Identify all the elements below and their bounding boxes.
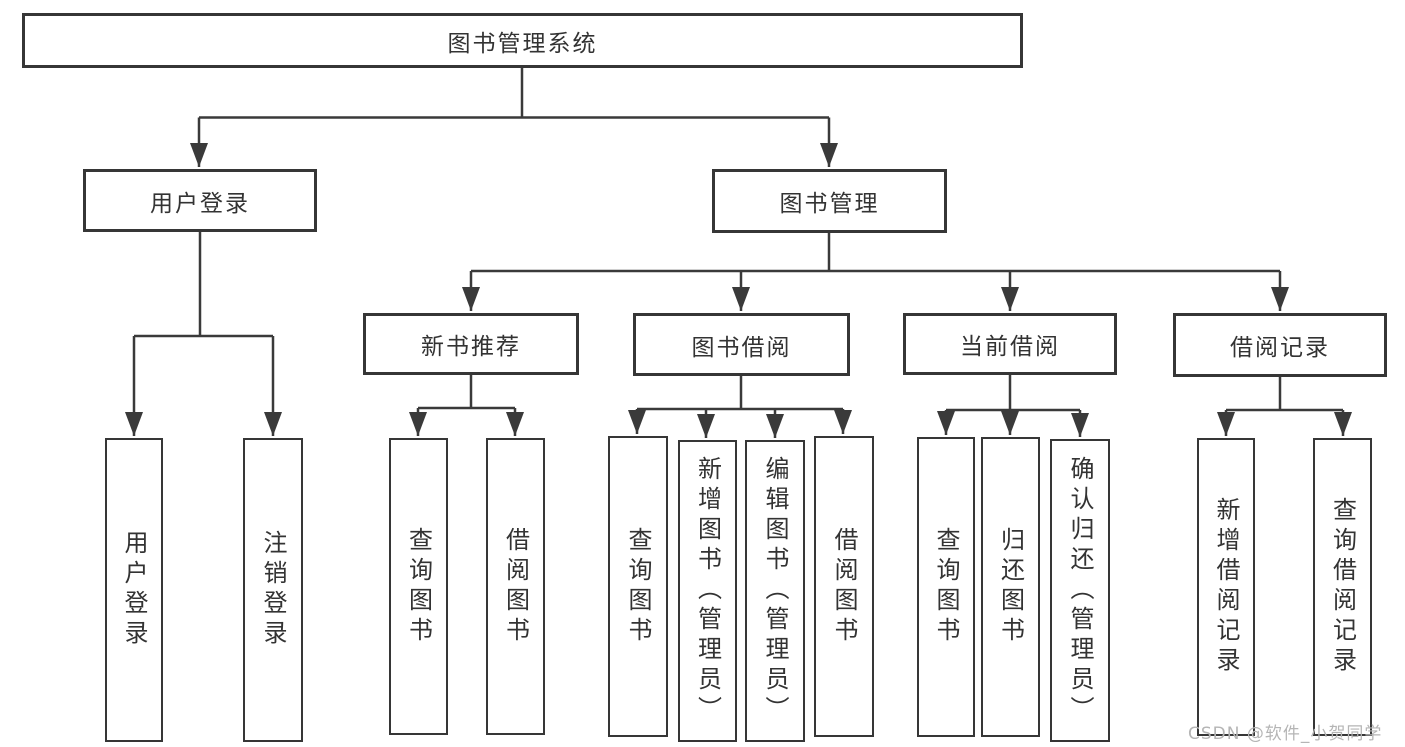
- node-leaf-bb-add-book-admin: 新增图书（管理员）: [678, 440, 737, 742]
- node-leaf-logout: 注销登录: [243, 438, 303, 742]
- node-leaf-cb-query-book: 查询图书: [917, 437, 975, 737]
- node-leaf-bb-borrow-book-label: 借阅图书: [830, 526, 858, 647]
- node-new-book-recommend-label: 新书推荐: [421, 334, 521, 360]
- node-current-borrowing-label: 当前借阅: [960, 334, 1060, 360]
- node-leaf-bb-edit-book-admin-label: 编辑图书（管理员）: [761, 456, 789, 726]
- node-leaf-br-add-record: 新增借阅记录: [1197, 438, 1255, 736]
- edge-borrow-records-rail: [1226, 377, 1343, 412]
- node-user-login-group-label: 用户登录: [150, 190, 250, 217]
- node-book-mgmt-group: 图书管理: [712, 169, 947, 233]
- node-leaf-br-query-record-label: 查询借阅记录: [1328, 497, 1357, 677]
- node-leaf-cb-query-book-label: 查询图书: [932, 527, 960, 647]
- node-leaf-logout-label: 注销登录: [259, 530, 287, 650]
- node-leaf-bb-query-book: 查询图书: [608, 436, 668, 737]
- node-root-label: 图书管理系统: [447, 30, 598, 57]
- edge-new-book-rec-rail: [418, 375, 515, 410]
- csdn-watermark: CSDN @软件_小贺同学: [1188, 724, 1383, 744]
- node-user-login-group: 用户登录: [83, 169, 317, 232]
- node-leaf-cb-confirm-return-admin-label: 确认归还（管理员）: [1066, 455, 1094, 726]
- node-leaf-nbr-borrow-book-label: 借阅图书: [501, 526, 530, 647]
- node-leaf-br-query-record: 查询借阅记录: [1313, 438, 1372, 736]
- node-borrowing-records: 借阅记录: [1173, 313, 1387, 377]
- node-book-borrowing: 图书借阅: [633, 313, 850, 376]
- edge-root-rail: [199, 68, 829, 119]
- edge-book-borrow-rail: [637, 376, 843, 411]
- node-current-borrowing: 当前借阅: [903, 313, 1117, 375]
- node-leaf-user-login-label: 用户登录: [120, 530, 148, 650]
- node-leaf-bb-add-book-admin-label: 新增图书（管理员）: [693, 456, 722, 726]
- node-leaf-bb-borrow-book: 借阅图书: [814, 436, 874, 737]
- node-leaf-nbr-borrow-book: 借阅图书: [486, 438, 545, 735]
- node-borrowing-records-label: 借阅记录: [1230, 335, 1330, 361]
- node-root: 图书管理系统: [22, 13, 1023, 68]
- node-new-book-recommend: 新书推荐: [363, 313, 579, 375]
- node-leaf-nbr-query-book: 查询图书: [389, 438, 448, 735]
- edge-current-borrow-rail: [946, 375, 1080, 412]
- edge-book-mgmt-rail: [471, 233, 1280, 273]
- node-book-mgmt-group-label: 图书管理: [779, 191, 880, 217]
- node-leaf-user-login: 用户登录: [105, 438, 163, 742]
- node-leaf-cb-confirm-return-admin: 确认归还（管理员）: [1050, 439, 1110, 742]
- node-leaf-br-add-record-label: 新增借阅记录: [1212, 497, 1240, 677]
- node-leaf-cb-return-book-label: 归还图书: [996, 527, 1025, 647]
- node-leaf-bb-edit-book-admin: 编辑图书（管理员）: [745, 440, 805, 742]
- edge-user-login-rail: [134, 232, 273, 338]
- node-leaf-cb-return-book: 归还图书: [981, 437, 1040, 737]
- node-book-borrowing-label: 图书借阅: [691, 334, 792, 361]
- node-leaf-nbr-query-book-label: 查询图书: [404, 526, 433, 647]
- node-leaf-bb-query-book-label: 查询图书: [624, 526, 652, 647]
